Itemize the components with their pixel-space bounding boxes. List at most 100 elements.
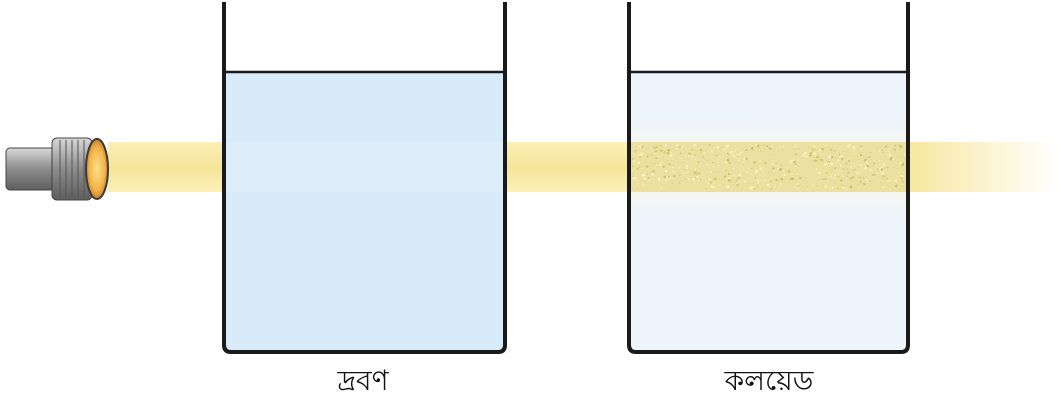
colloid-particle (792, 178, 794, 180)
colloid-particle (727, 159, 730, 162)
solution-label: দ্রবণ (253, 364, 473, 398)
colloid-particle (760, 167, 762, 169)
colloid-particle (874, 174, 876, 176)
colloid-particle (895, 144, 897, 146)
colloid-particle (726, 185, 727, 186)
colloid-particle (826, 163, 827, 164)
colloid-particle (899, 145, 900, 146)
colloid-particle (687, 178, 689, 180)
colloid-particle (894, 179, 897, 182)
colloid-particle (869, 156, 871, 158)
colloid-particle (894, 149, 896, 151)
colloid-particle (688, 152, 690, 154)
colloid-particle (860, 154, 862, 156)
colloid-particle (733, 155, 736, 158)
light-beam-exit (908, 142, 1059, 192)
colloid-particle (687, 172, 688, 173)
colloid-particle (843, 151, 844, 152)
colloid-particle (887, 180, 889, 182)
solution-beaker (224, 2, 505, 352)
colloid-particle (655, 163, 656, 164)
colloid-particle (783, 169, 784, 170)
colloid-particle (867, 165, 869, 167)
colloid-particle (834, 150, 835, 151)
colloid-particle (859, 152, 860, 153)
colloid-particle (641, 169, 642, 170)
colloid-particle (652, 170, 655, 173)
colloid-particle (685, 179, 686, 180)
colloid-particle (695, 158, 696, 159)
colloid-particle (781, 178, 784, 181)
colloid-particle (883, 167, 884, 168)
colloid-particle (872, 176, 873, 177)
colloid-particle (677, 151, 678, 152)
colloid-particle (883, 175, 886, 178)
colloid-particle (717, 146, 719, 148)
colloid-particle (783, 145, 785, 147)
colloid-particle (744, 180, 746, 182)
colloid-particle (752, 145, 753, 146)
colloid-particle (825, 170, 826, 171)
colloid-particle (863, 177, 865, 179)
colloid-particle (850, 166, 852, 168)
colloid-particle (655, 158, 657, 160)
colloid-particle (757, 180, 759, 182)
colloid-particle (754, 188, 755, 189)
colloid-particle (795, 154, 797, 156)
colloid-particle (772, 167, 774, 169)
colloid-particle (727, 186, 729, 188)
colloid-particle (834, 167, 836, 169)
colloid-particle (672, 159, 673, 160)
colloid-particle (797, 183, 798, 184)
colloid-particle (870, 163, 871, 164)
colloid-particle (691, 149, 692, 150)
colloid-particle (662, 165, 664, 167)
colloid-particle (889, 179, 891, 181)
colloid-particle (795, 163, 797, 165)
colloid-particle (727, 153, 729, 155)
colloid-particle (849, 177, 850, 178)
colloid-particle (883, 164, 886, 167)
colloid-particle (847, 175, 849, 177)
colloid-particle (895, 185, 898, 188)
colloid-particle (750, 187, 753, 190)
colloid-particle (694, 154, 696, 156)
colloid-particle (823, 179, 824, 180)
colloid-particle (840, 155, 842, 157)
colloid-particle (847, 168, 848, 169)
colloid-particle (866, 160, 868, 162)
colloid-particle (856, 171, 859, 174)
colloid-particle (898, 172, 899, 173)
colloid-particle (772, 146, 774, 148)
colloid-particle (755, 144, 757, 146)
colloid-particle (902, 181, 904, 183)
colloid-particle (879, 150, 881, 152)
colloid-particle (763, 170, 764, 171)
colloid-particle (881, 172, 884, 175)
colloid-particle (751, 168, 752, 169)
colloid-particle (865, 167, 867, 169)
colloid-particle (824, 178, 826, 180)
colloid-particle (708, 182, 710, 184)
colloid-particle (683, 173, 684, 174)
colloid-particle (696, 171, 698, 173)
colloid-particle (841, 158, 843, 160)
colloid-particle (834, 174, 836, 176)
colloid-particle (647, 155, 649, 157)
colloid-particle (784, 174, 786, 176)
colloid-particle (698, 180, 699, 181)
colloid-particle (675, 151, 677, 153)
colloid-particle (646, 165, 648, 167)
colloid-particle (696, 176, 698, 178)
colloid-particle (673, 177, 674, 178)
colloid-particle (648, 177, 650, 179)
colloid-particle (766, 145, 768, 147)
colloid-particle (866, 180, 867, 181)
colloid-particle (755, 170, 758, 173)
colloid-particle (632, 158, 634, 160)
colloid-particle (763, 180, 764, 181)
colloid-particle (716, 147, 717, 148)
colloid-particle (831, 163, 833, 165)
colloid-particle (707, 159, 708, 160)
colloid-particle (733, 168, 734, 169)
